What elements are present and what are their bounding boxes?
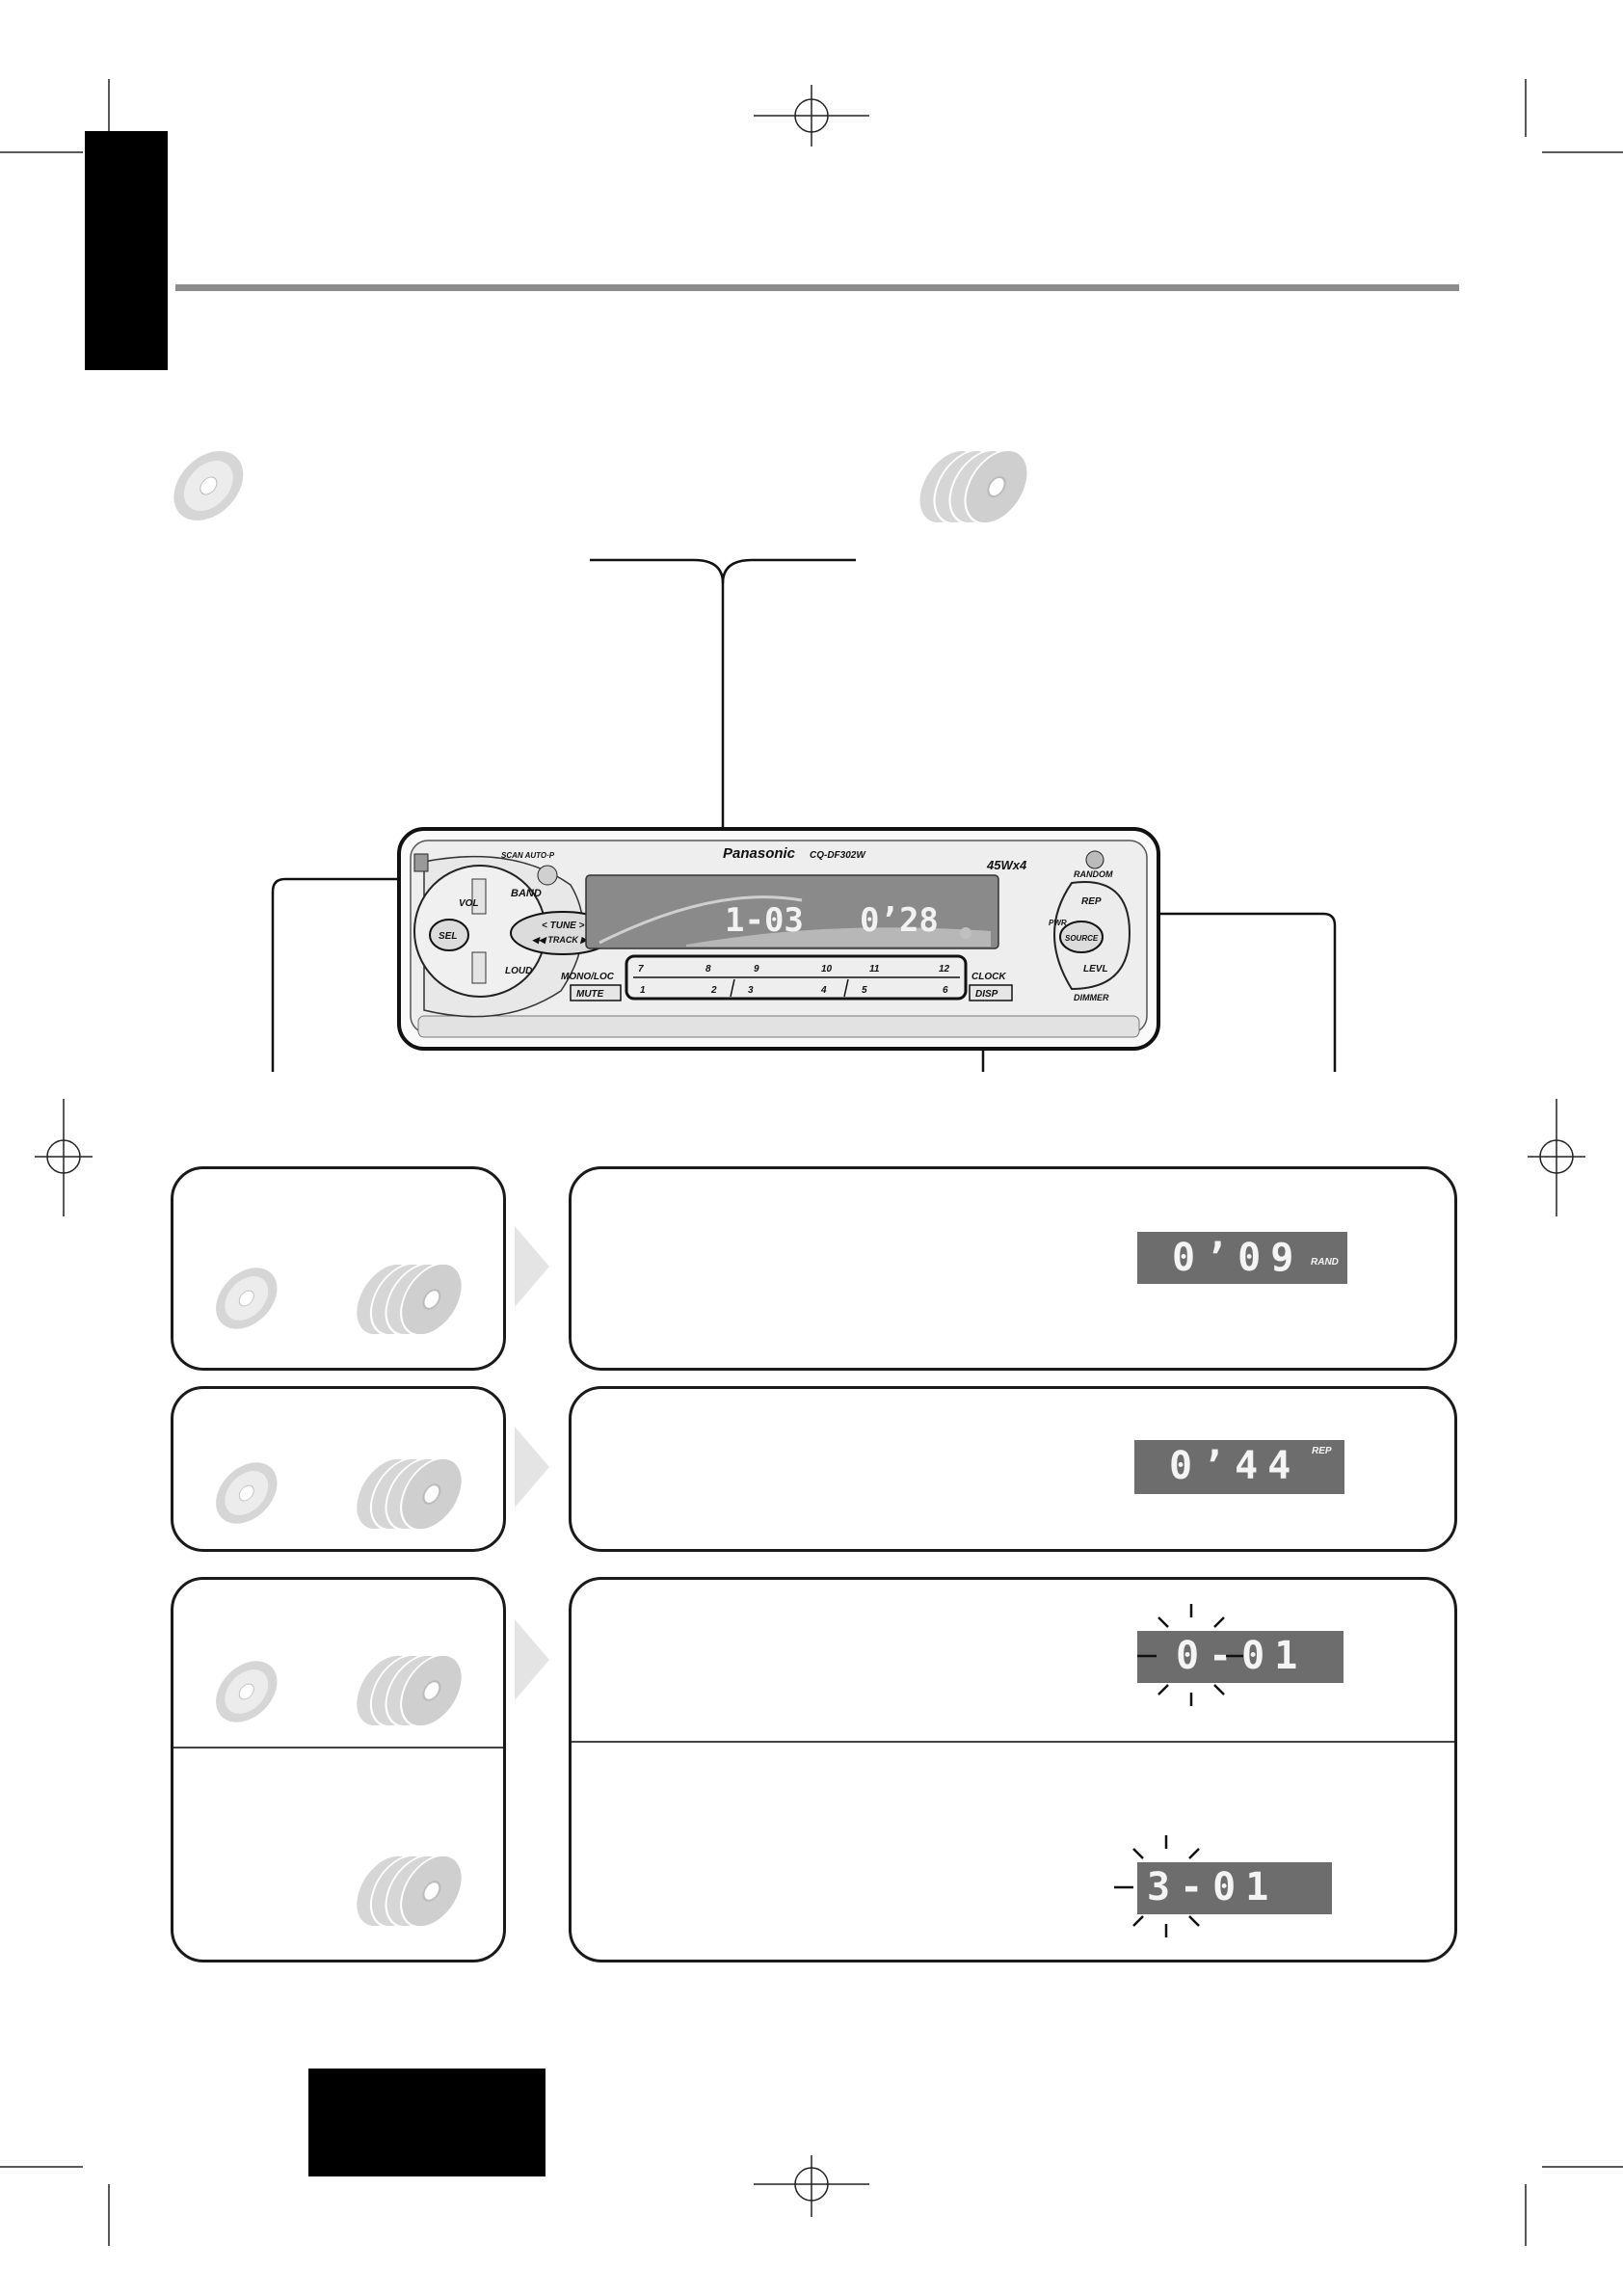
header-rule	[175, 284, 1459, 291]
preset-6: 6	[943, 985, 948, 996]
source-button	[1059, 921, 1104, 953]
cd-disc-icon	[216, 1268, 278, 1329]
step-1-arrow	[515, 1226, 549, 1307]
display-disc-select-2-digits: 3-01	[1147, 1865, 1279, 1909]
car-stereo-front-panel: SCAN AUTO·P BAND VOL SEL < TUNE > ◀◀ TRA…	[397, 827, 1160, 1051]
display-repeat-digits: 0’44	[1169, 1444, 1301, 1488]
preset-strip	[625, 954, 968, 1001]
registration-target-top	[754, 85, 869, 147]
power-rating: 45Wx4	[986, 858, 1027, 872]
step-3-arrow	[515, 1619, 549, 1700]
disp-button	[969, 984, 1013, 1001]
preset-9: 9	[754, 964, 759, 974]
preset-11: 11	[869, 964, 880, 974]
preset-numbers-bottom: 1 2 3 4 5 6	[640, 985, 948, 996]
cd-changer-icon	[355, 1262, 464, 1337]
preset-dividers	[633, 976, 960, 998]
cd-changer-icon	[918, 449, 1029, 524]
display-repeat: 0’44 REP	[1134, 1440, 1344, 1494]
display-track: 1-03	[725, 901, 804, 940]
rep-label: REP	[1081, 896, 1102, 907]
vol-label: VOL	[459, 898, 479, 909]
sel-label: SEL	[439, 931, 457, 942]
step-3-left-divider	[173, 1747, 503, 1749]
levl-label: LEVL	[1083, 964, 1108, 974]
display-disc-select-2: 3-01	[1137, 1862, 1332, 1914]
brand-name: Panasonic	[723, 845, 796, 862]
cd-changer-icon	[355, 1456, 464, 1532]
cd-changer-icon	[355, 1854, 464, 1929]
display-time: 0’28	[860, 901, 939, 940]
step-2-arrow	[515, 1427, 549, 1508]
registration-target-bottom	[754, 2155, 869, 2217]
section-tab	[85, 131, 168, 370]
cd-disc-icon	[216, 1661, 278, 1722]
page-number-block	[308, 2069, 545, 2176]
dimmer-label: DIMMER	[1074, 993, 1109, 1002]
mono-loc-label: MONO/LOC	[561, 972, 615, 982]
preset-3: 3	[748, 985, 754, 996]
cd-changer-icon	[355, 1653, 464, 1728]
display-random-digits: 0’09	[1172, 1236, 1304, 1280]
scan-label: SCAN AUTO·P	[501, 851, 555, 860]
display-repeat-indicator: REP	[1312, 1446, 1332, 1456]
blink-rays	[1114, 1604, 1243, 1937]
loud-label: LOUD	[505, 966, 532, 976]
band-label: BAND	[511, 888, 542, 899]
clock-label: CLOCK	[971, 972, 1006, 982]
track-label: ◀◀ TRACK ▶▶	[532, 935, 595, 945]
preset-7: 7	[638, 964, 644, 974]
preset-12: 12	[939, 964, 950, 974]
preset-1: 1	[640, 985, 646, 996]
source-label: SOURCE	[1065, 934, 1099, 943]
model-name: CQ-DF302W	[810, 850, 866, 861]
registration-target-left	[35, 1099, 93, 1216]
disp-label: DISP	[975, 989, 998, 1000]
preset-8: 8	[705, 964, 711, 974]
sel-button	[429, 919, 469, 951]
tune-label: < TUNE >	[542, 921, 585, 931]
cd-disc-icon	[216, 1462, 278, 1524]
random-label: RANDOM	[1074, 869, 1113, 879]
pwr-label: PWR	[1049, 919, 1067, 927]
step-3-right-divider	[572, 1741, 1454, 1743]
preset-10: 10	[821, 964, 833, 974]
preset-4: 4	[820, 985, 827, 996]
mute-label: MUTE	[576, 989, 604, 1000]
registration-target-right	[1528, 1099, 1585, 1216]
preset-2: 2	[710, 985, 717, 996]
display-random-indicator: RAND	[1311, 1257, 1339, 1268]
preset-numbers-top: 7 8 9 10 11 12	[638, 964, 950, 974]
display-disc-select-1: 0-01	[1137, 1631, 1344, 1683]
mute-button	[570, 984, 622, 1001]
display-random: 0’09 RAND	[1137, 1232, 1347, 1284]
cd-disc-icon	[173, 451, 244, 521]
preset-5: 5	[862, 985, 867, 996]
